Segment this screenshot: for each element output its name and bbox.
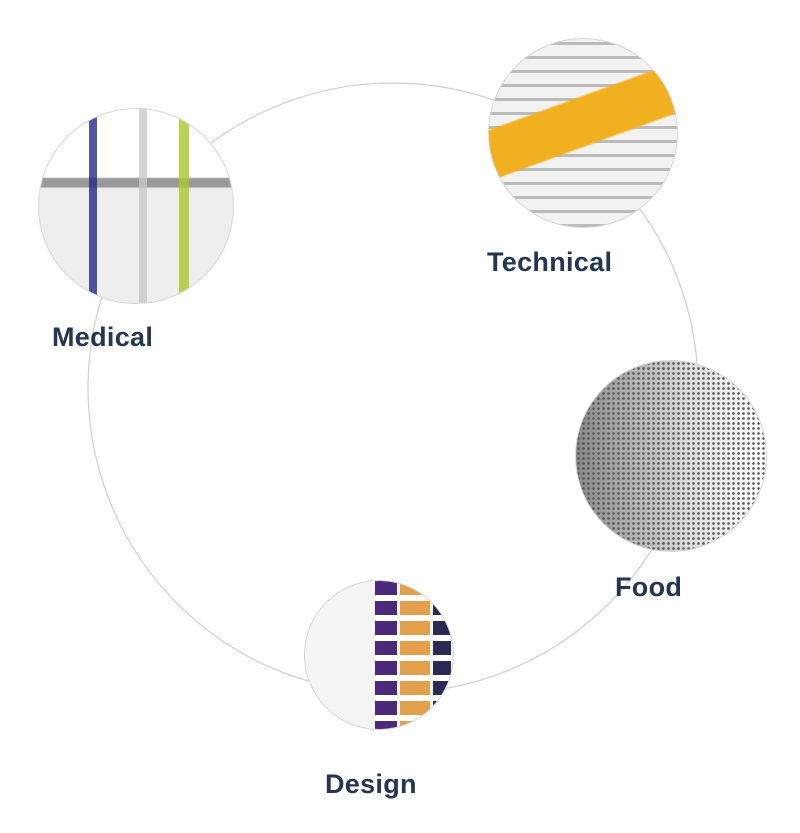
medical-photo [38,108,234,304]
technical-photo [488,38,678,228]
technical-label: Technical [487,247,613,277]
design-label: Design [325,769,417,799]
medical-label: Medical [52,322,154,352]
design-photo [304,580,454,730]
food-label: Food [615,572,683,602]
food-photo [575,360,767,552]
